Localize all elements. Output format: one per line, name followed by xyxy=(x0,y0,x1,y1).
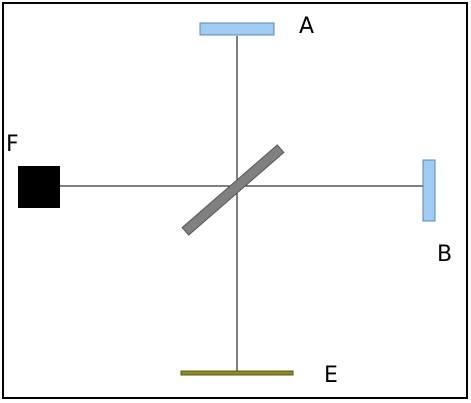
screen-e-icon xyxy=(180,370,294,376)
beam-splitter-icon xyxy=(181,144,285,236)
light-source-f-icon xyxy=(18,166,60,208)
label-f: F xyxy=(6,132,19,157)
mirror-a-icon xyxy=(199,22,275,36)
label-b: B xyxy=(437,242,452,267)
mirror-b-icon xyxy=(422,159,436,222)
label-e: E xyxy=(324,363,338,388)
label-a: A xyxy=(299,14,314,39)
diagram-frame xyxy=(2,2,468,399)
